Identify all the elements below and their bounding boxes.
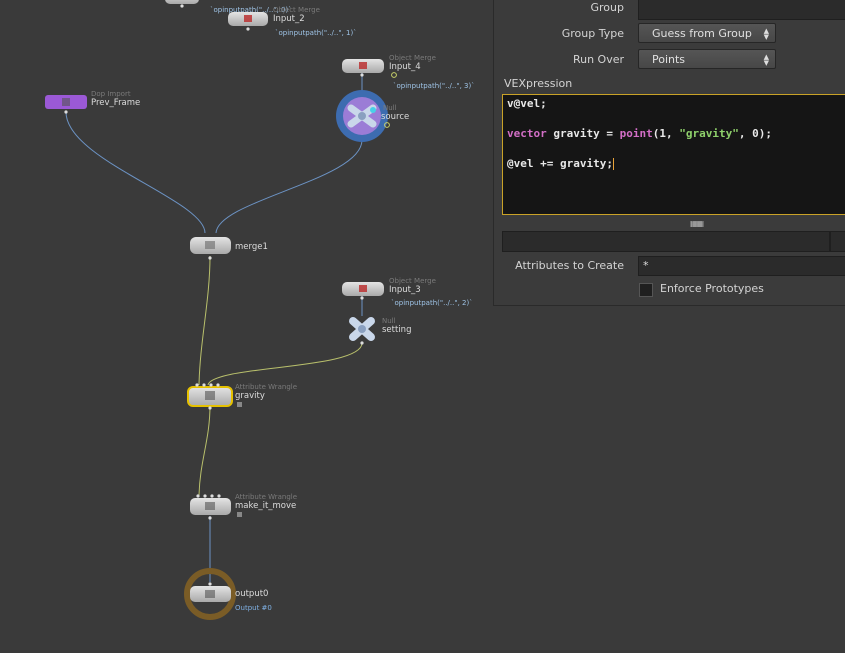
code-string: "gravity" xyxy=(679,127,739,140)
node-gravity-name: gravity xyxy=(235,391,265,401)
group-type-value: Guess from Group xyxy=(652,27,752,40)
parameter-panel-body: Group Group Type Guess from Group ▲▼ Run… xyxy=(493,0,845,306)
enforce-prototypes-label: Enforce Prototypes xyxy=(660,282,764,295)
node-input-4-expr: `opinputpath("../..", 3)` xyxy=(393,82,475,90)
node-input-2[interactable]: Object Merge Input_2 `opinputpath("../..… xyxy=(228,6,357,37)
node-make-it-move-type: Attribute Wrangle xyxy=(235,493,297,501)
group-label: Group xyxy=(590,1,625,14)
code-line-4 xyxy=(507,141,845,156)
node-input-2-expr: `opinputpath("../..", 1)` xyxy=(275,29,357,37)
node-prev-frame[interactable]: Dop Import Prev_Frame xyxy=(45,90,140,114)
node-prev-frame-type: Dop Import xyxy=(91,90,131,98)
code-line-3: vector gravity = point(1, "gravity", 0); xyxy=(507,126,845,141)
code-line-5: @vel += gravity; xyxy=(507,156,845,171)
node-source-type: Null xyxy=(383,104,397,112)
code-line-1: v@vel; xyxy=(507,97,547,110)
code-text-a: gravity = xyxy=(546,127,620,140)
editor-resize-handle[interactable]: ▦▦ xyxy=(690,219,704,228)
group-type-label: Group Type xyxy=(561,27,624,40)
attributes-to-create-field[interactable]: * xyxy=(638,256,845,276)
run-over-menu[interactable]: Points ▲▼ xyxy=(638,49,776,69)
node-output0-name: output0 xyxy=(235,589,268,599)
node-input-2-name: Input_2 xyxy=(273,14,305,24)
wire-setting-to-gravity xyxy=(207,342,363,386)
wires xyxy=(65,73,363,582)
node-input-3-type: Object Merge xyxy=(389,277,436,285)
node-prev-frame-name: Prev_Frame xyxy=(91,98,140,108)
node-output0[interactable]: output0 Output #0 xyxy=(184,568,272,620)
node-input-4[interactable]: Object Merge Input_4 `opinputpath("../..… xyxy=(342,54,475,90)
spare-field-1[interactable] xyxy=(502,231,830,252)
vexpression-editor[interactable]: v@vel; vector gravity = point(1, "gravit… xyxy=(502,94,845,215)
node-input-3-expr: `opinputpath("../..", 2)` xyxy=(391,299,473,307)
node-input-4-type: Object Merge xyxy=(389,54,436,62)
code-keyword: vector xyxy=(507,127,547,140)
node-gravity[interactable]: Attribute Wrangle gravity xyxy=(187,383,297,410)
code-text-c: , 0); xyxy=(738,127,772,140)
node-top-expr: `opinputpath("../..", 0)` xyxy=(210,6,292,14)
node-gravity-type: Attribute Wrangle xyxy=(235,383,297,391)
run-over-value: Points xyxy=(652,53,686,66)
code-text-b: (1, xyxy=(652,127,680,140)
node-input-3[interactable]: Object Merge Input_3 `opinputpath("../..… xyxy=(342,277,473,307)
updown-arrows-icon: ▲▼ xyxy=(763,53,769,67)
wire-gravity-to-move xyxy=(198,404,211,496)
node-setting-type: Null xyxy=(382,317,396,325)
node-setting-name: setting xyxy=(382,325,411,335)
code-function: point xyxy=(619,127,653,140)
node-output0-sub: Output #0 xyxy=(235,604,272,612)
updown-arrows-icon: ▲▼ xyxy=(763,27,769,41)
wire-source-to-merge xyxy=(215,139,363,234)
run-over-label: Run Over xyxy=(572,53,624,66)
node-source[interactable]: Null source xyxy=(336,90,409,142)
node-input-2-type: Object Merge xyxy=(273,6,320,14)
text-caret xyxy=(612,158,614,170)
node-merge1[interactable]: merge1 xyxy=(190,237,268,260)
group-field[interactable] xyxy=(638,0,845,20)
node-input-4-name: Input_4 xyxy=(389,62,421,72)
node-make-it-move[interactable]: Attribute Wrangle make_it_move xyxy=(190,493,297,520)
group-type-menu[interactable]: Guess from Group ▲▼ xyxy=(638,23,776,43)
vexpression-label: VEXpression xyxy=(504,77,573,90)
node-input-3-name: Input_3 xyxy=(389,285,421,295)
attributes-to-create-label: Attributes to Create xyxy=(515,259,624,272)
code-line-2 xyxy=(507,111,845,126)
node-setting[interactable]: Null setting xyxy=(349,317,411,345)
enforce-prototypes-checkbox[interactable] xyxy=(639,283,653,297)
code-line-5-text: @vel += gravity; xyxy=(507,157,613,170)
node-source-name: source xyxy=(381,112,409,122)
node-merge1-name: merge1 xyxy=(235,242,268,252)
wire-prev-to-merge xyxy=(65,111,206,234)
node-make-it-move-name: make_it_move xyxy=(235,501,296,511)
node-top-cut[interactable]: `opinputpath("../..", 0)` xyxy=(165,0,292,14)
parameter-panel: Group Group Type Guess from Group ▲▼ Run… xyxy=(491,0,845,372)
wire-merge-to-gravity xyxy=(198,255,211,386)
spare-field-2[interactable] xyxy=(830,231,845,252)
